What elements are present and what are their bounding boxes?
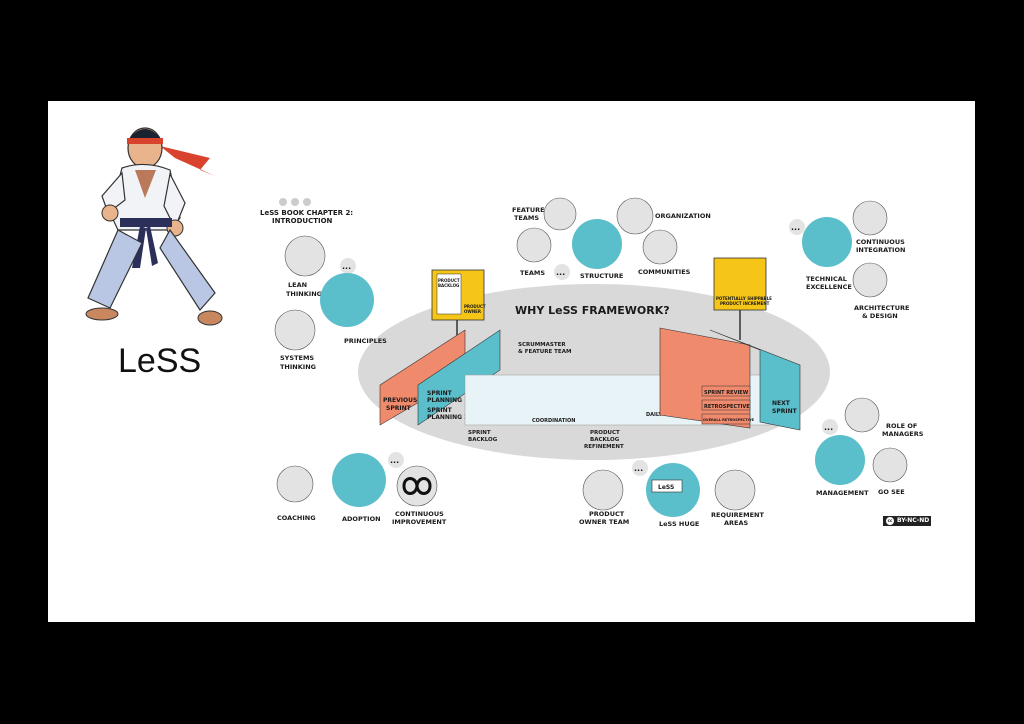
svg-text:...: ... (634, 464, 643, 473)
karate-fighter-image (85, 127, 223, 326)
role-of-managers-label2: MANAGERS (882, 430, 924, 438)
framework-heading: WHY LeSS FRAMEWORK? (515, 304, 670, 317)
svg-text:BACKLOG: BACKLOG (468, 437, 498, 443)
svg-text:SPRINT: SPRINT (468, 430, 491, 436)
teams-icon (516, 227, 552, 263)
continuous-integration-label2: INTEGRATION (856, 246, 905, 254)
adoption-icon (332, 453, 386, 507)
less-huge-label: LeSS HUGE (659, 520, 699, 528)
requirement-areas-label2: AREAS (724, 519, 749, 527)
svg-text:LeSS: LeSS (658, 484, 674, 491)
svg-text:SCRUMMASTER: SCRUMMASTER (518, 342, 566, 348)
svg-text:SPRINT: SPRINT (427, 390, 453, 397)
structure-icon (572, 219, 622, 269)
architecture-design-label2: & DESIGN (862, 312, 898, 320)
coaching-icon (276, 465, 314, 503)
svg-text:...: ... (824, 423, 833, 432)
svg-text:COORDINATION: COORDINATION (532, 418, 575, 424)
structure-label: STRUCTURE (580, 272, 623, 280)
svg-text:REFINEMENT: REFINEMENT (584, 444, 624, 450)
svg-text:POTENTIALLY SHIPPABLE: POTENTIALLY SHIPPABLE (716, 296, 772, 301)
svg-text:OVERALL RETROSPECTIVE: OVERALL RETROSPECTIVE (703, 418, 755, 422)
potentially-shippable-sign (713, 257, 767, 311)
feature-teams-label2: TEAMS (514, 214, 539, 222)
svg-text:SPRINT REVIEW: SPRINT REVIEW (704, 390, 749, 396)
communities-label: COMMUNITIES (638, 268, 691, 276)
feature-teams-icon (543, 197, 577, 231)
less-box (651, 479, 683, 493)
go-see-label: GO SEE (878, 488, 905, 496)
continuous-integration-icon (852, 200, 888, 236)
next-sprint-block (709, 329, 801, 431)
architecture-design-icon (852, 262, 888, 298)
svg-text:PRODUCT: PRODUCT (438, 278, 460, 283)
svg-text:SPRINT: SPRINT (427, 407, 453, 414)
adoption-label: ADOPTION (342, 515, 381, 523)
svg-text:...: ... (390, 456, 399, 465)
lean-thinking-label: LEAN (288, 281, 307, 289)
svg-text:...: ... (342, 262, 351, 271)
lean-thinking-icon (284, 235, 326, 277)
teams-label: TEAMS (520, 269, 545, 277)
technical-excellence-icon (802, 217, 852, 267)
role-of-managers-icon (844, 397, 880, 433)
systems-thinking-label: SYSTEMS (280, 354, 314, 362)
continuous-improvement-label: CONTINUOUS (395, 510, 444, 518)
svg-text:PRODUCT: PRODUCT (590, 430, 620, 436)
management-icon (815, 435, 865, 485)
lean-thinking-label2: THINKING (286, 290, 322, 298)
license-label: BY-NC-ND (897, 517, 930, 524)
product-owner-team-icon (582, 469, 624, 511)
svg-text:PREVIOUS: PREVIOUS (383, 397, 417, 404)
systems-thinking-label2: THINKING (280, 363, 316, 371)
svg-text:BACKLOG: BACKLOG (590, 437, 620, 443)
continuous-improvement-label2: IMPROVEMENT (392, 518, 447, 526)
product-owner-team-label2: OWNER TEAM (579, 518, 629, 526)
svg-text:SPRINT: SPRINT (386, 405, 412, 412)
slide-title: LeSS (118, 342, 202, 380)
svg-text:RETROSPECTIVE: RETROSPECTIVE (704, 404, 750, 410)
book-chapter-line1: LeSS BOOK CHAPTER 2: (260, 209, 353, 217)
continuous-integration-label: CONTINUOUS (856, 238, 905, 246)
svg-text:NEXT: NEXT (772, 400, 791, 407)
sprint-planning-block (417, 329, 501, 426)
svg-text:BACKLOG: BACKLOG (438, 283, 459, 288)
sprint-review-block (659, 327, 751, 429)
svg-text:OWNER: OWNER (464, 309, 481, 314)
less-framework-diagram: LeSS BOOK CHAPTER 2: INTRODUCTION LEAN T… (260, 197, 924, 528)
svg-text:...: ... (556, 268, 565, 277)
creative-commons-icon: cc (886, 517, 894, 525)
svg-text:PRODUCT INCREMENT: PRODUCT INCREMENT (720, 301, 770, 306)
organization-label: ORGANIZATION (655, 212, 711, 220)
requirement-areas-icon (714, 469, 756, 511)
role-of-managers-label: ROLE OF (886, 422, 917, 430)
principles-icon (320, 273, 374, 327)
management-label: MANAGEMENT (816, 489, 869, 497)
feature-teams-label: FEATURE (512, 206, 545, 214)
systems-thinking-icon (274, 309, 316, 351)
svg-text:PLANNING 1: PLANNING 1 (427, 397, 468, 404)
book-chapter-line2: INTRODUCTION (272, 217, 333, 225)
svg-text:...: ... (791, 223, 800, 232)
architecture-design-label: ARCHITECTURE (854, 304, 909, 312)
svg-text:PLANNING 2: PLANNING 2 (427, 414, 468, 421)
svg-text:& FEATURE TEAM: & FEATURE TEAM (518, 349, 571, 355)
product-owner-team-label: PRODUCT (589, 510, 625, 518)
go-see-icon (872, 447, 908, 483)
svg-text:SPRINT: SPRINT (772, 408, 798, 415)
svg-text:PRODUCT: PRODUCT (464, 304, 486, 309)
communities-icon (642, 229, 678, 265)
license-badge: cc BY-NC-ND (883, 516, 931, 526)
requirement-areas-label: REQUIREMENT (711, 511, 764, 519)
technical-excellence-label2: EXCELLENCE (806, 283, 852, 291)
principles-label: PRINCIPLES (344, 337, 387, 345)
coaching-label: COACHING (277, 514, 316, 522)
technical-excellence-label: TECHNICAL (806, 275, 847, 283)
organization-icon (616, 197, 654, 235)
